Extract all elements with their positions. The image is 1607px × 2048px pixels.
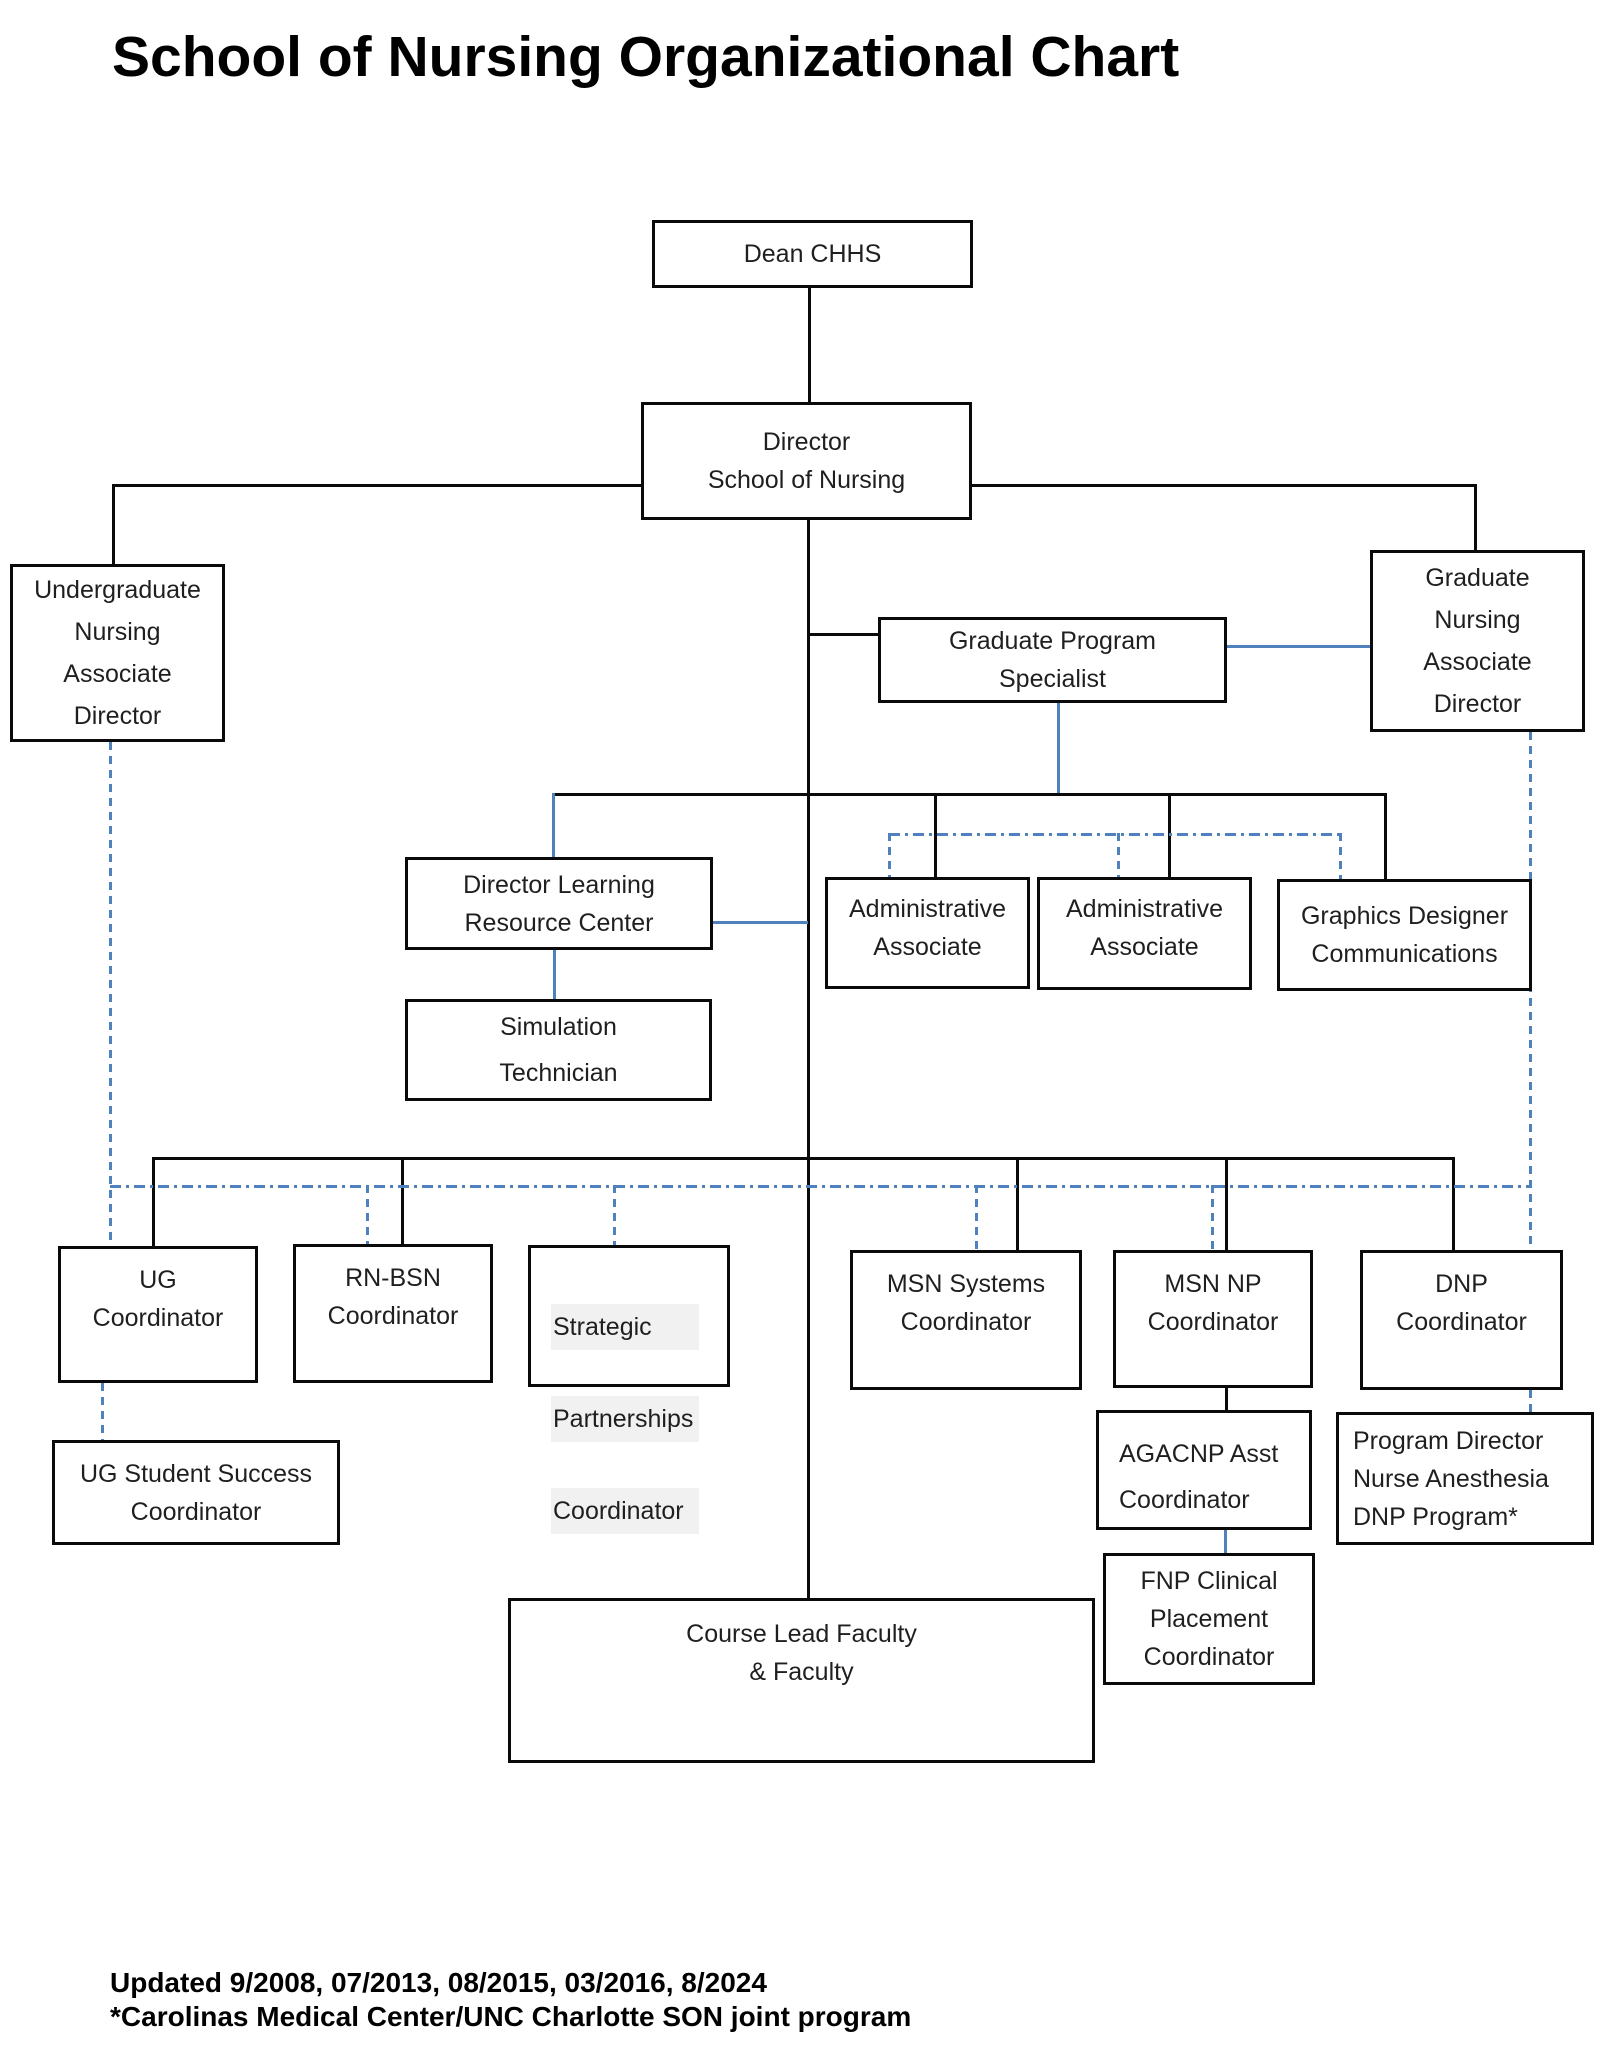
box-dnp-coordinator: DNP Coordinator — [1360, 1250, 1563, 1390]
page-title: School of Nursing Organizational Chart — [112, 25, 1180, 89]
box-program-director-nurse-anesthesia-label: Program Director Nurse Anesthesia DNP Pr… — [1353, 1426, 1549, 1531]
box-rn-bsn-coordinator-label: RN-BSN Coordinator — [327, 1264, 459, 1330]
edge-dashed-drop-admin2 — [1117, 833, 1120, 877]
box-simulation-technician-label: Simulation Technician — [499, 1013, 618, 1087]
box-dean-chhs: Dean CHHS — [652, 220, 973, 288]
edge-drop-rnbsn — [401, 1157, 404, 1244]
edge-director-left-rail — [112, 484, 641, 487]
edge-ugcoord-ugss-dashed — [101, 1383, 104, 1440]
edge-dashed-drop-msn-systems — [975, 1185, 978, 1250]
box-administrative-associate-1: Administrative Associate — [825, 877, 1030, 989]
edge-director-right-rail — [972, 484, 1477, 487]
footer-asterisk-note: *Carolinas Medical Center/UNC Charlotte … — [110, 2001, 912, 2032]
edge-dashed-drop-msn-np — [1211, 1185, 1214, 1250]
box-graphics-designer-communications-label: Graphics Designer Communications — [1300, 902, 1509, 968]
rail-dashdot-coordinator-row — [110, 1185, 1530, 1188]
box-ug-coordinator: UG Coordinator — [58, 1246, 258, 1383]
edge-drop-msn-np — [1225, 1157, 1228, 1250]
edge-trunk-lrc — [552, 793, 555, 857]
strategic-line-2: Partnerships — [551, 1396, 700, 1442]
strategic-line-1: Strategic — [551, 1304, 700, 1350]
box-dnp-coordinator-label: DNP Coordinator — [1396, 1270, 1527, 1336]
box-fnp-clinical-placement-coordinator: FNP Clinical Placement Coordinator — [1103, 1553, 1315, 1685]
edge-trunk-admin-row — [553, 793, 1386, 796]
edge-central-spine — [807, 520, 810, 1598]
box-ug-coordinator-label: UG Coordinator — [92, 1266, 224, 1332]
edge-lrc-spine — [713, 921, 808, 924]
edge-trunk-coordinator-row — [152, 1157, 1455, 1160]
box-strategic-partnerships-coordinator-label: Strategic Partnerships Coordinator — [551, 1258, 700, 1580]
box-rn-bsn-coordinator: RN-BSN Coordinator — [293, 1244, 493, 1383]
edge-dean-director — [808, 288, 811, 402]
edge-msnnp-agacnp — [1225, 1388, 1228, 1410]
box-graphics-designer-communications: Graphics Designer Communications — [1277, 879, 1532, 991]
edge-drop-msn-systems — [1016, 1157, 1019, 1250]
rail-dashdot-admin-row — [889, 833, 1340, 836]
box-director-school-of-nursing: Director School of Nursing — [641, 402, 972, 520]
box-dean-chhs-label: Dean CHHS — [743, 240, 882, 268]
edge-drop-gnad — [1474, 484, 1477, 550]
edge-spine-gps — [808, 633, 878, 636]
edge-drop-graphics — [1384, 793, 1387, 879]
box-administrative-associate-2-label: Administrative Associate — [1066, 895, 1223, 961]
box-msn-systems-coordinator: MSN Systems Coordinator — [850, 1250, 1082, 1390]
box-administrative-associate-1-label: Administrative Associate — [849, 895, 1006, 961]
edge-agacnp-fnp — [1224, 1530, 1227, 1553]
edge-drop-ug-associate — [112, 484, 115, 564]
box-fnp-clinical-placement-coordinator-label: FNP Clinical Placement Coordinator — [1140, 1567, 1278, 1671]
box-undergraduate-nursing-associate-director: Undergraduate Nursing Associate Director — [10, 564, 225, 742]
footer-notes: Updated 9/2008, 07/2013, 08/2015, 03/201… — [110, 1966, 911, 2034]
box-graduate-program-specialist-label: Graduate Program Specialist — [948, 627, 1157, 693]
box-graduate-program-specialist: Graduate Program Specialist — [878, 617, 1227, 703]
box-director-learning-resource-center-label: Director Learning Resource Center — [463, 870, 655, 937]
edge-dashed-drop-admin1 — [888, 833, 891, 877]
box-agacnp-asst-coordinator: AGACNP Asst Coordinator — [1096, 1410, 1312, 1530]
box-course-lead-faculty-label: Course Lead Faculty & Faculty — [686, 1620, 917, 1686]
edge-gps-gnad — [1227, 645, 1370, 648]
box-agacnp-asst-coordinator-label: AGACNP Asst Coordinator — [1119, 1440, 1279, 1514]
edge-ugassoc-ugcoord-dashed — [109, 742, 112, 1246]
edge-dashed-drop-graphics — [1339, 833, 1342, 879]
edge-drop-ug-coordinator — [152, 1157, 155, 1246]
box-msn-np-coordinator-label: MSN NP Coordinator — [1147, 1270, 1279, 1336]
box-msn-np-coordinator: MSN NP Coordinator — [1113, 1250, 1313, 1388]
edge-gps-trunk — [1057, 703, 1060, 793]
box-graduate-nursing-associate-director-label: Graduate Nursing Associate Director — [1423, 564, 1532, 718]
box-administrative-associate-2: Administrative Associate — [1037, 877, 1252, 990]
box-course-lead-faculty: Course Lead Faculty & Faculty — [508, 1598, 1095, 1763]
box-undergraduate-nursing-associate-director-label: Undergraduate Nursing Associate Director — [34, 576, 201, 730]
footer-updated-line: Updated 9/2008, 07/2013, 08/2015, 03/201… — [110, 1967, 767, 1998]
edge-lrc-simulation — [553, 950, 556, 999]
edge-dashed-drop-strategic — [613, 1185, 616, 1245]
box-strategic-partnerships-coordinator: Strategic Partnerships Coordinator — [528, 1245, 730, 1534]
edge-drop-dnp — [1452, 1157, 1455, 1250]
strategic-line-3: Coordinator — [551, 1488, 700, 1534]
box-director-school-of-nursing-label: Director School of Nursing — [707, 428, 906, 494]
box-ug-student-success-coordinator: UG Student Success Coordinator — [52, 1440, 340, 1545]
edge-gnad-progdir-dashed — [1529, 732, 1532, 1412]
box-simulation-technician: Simulation Technician — [405, 999, 712, 1101]
edge-dashed-drop-rnbsn — [366, 1185, 369, 1244]
box-program-director-nurse-anesthesia: Program Director Nurse Anesthesia DNP Pr… — [1336, 1412, 1594, 1545]
box-graduate-nursing-associate-director: Graduate Nursing Associate Director — [1370, 550, 1585, 732]
box-director-learning-resource-center: Director Learning Resource Center — [405, 857, 713, 950]
box-ug-student-success-coordinator-label: UG Student Success Coordinator — [79, 1459, 313, 1526]
box-msn-systems-coordinator-label: MSN Systems Coordinator — [886, 1270, 1046, 1336]
